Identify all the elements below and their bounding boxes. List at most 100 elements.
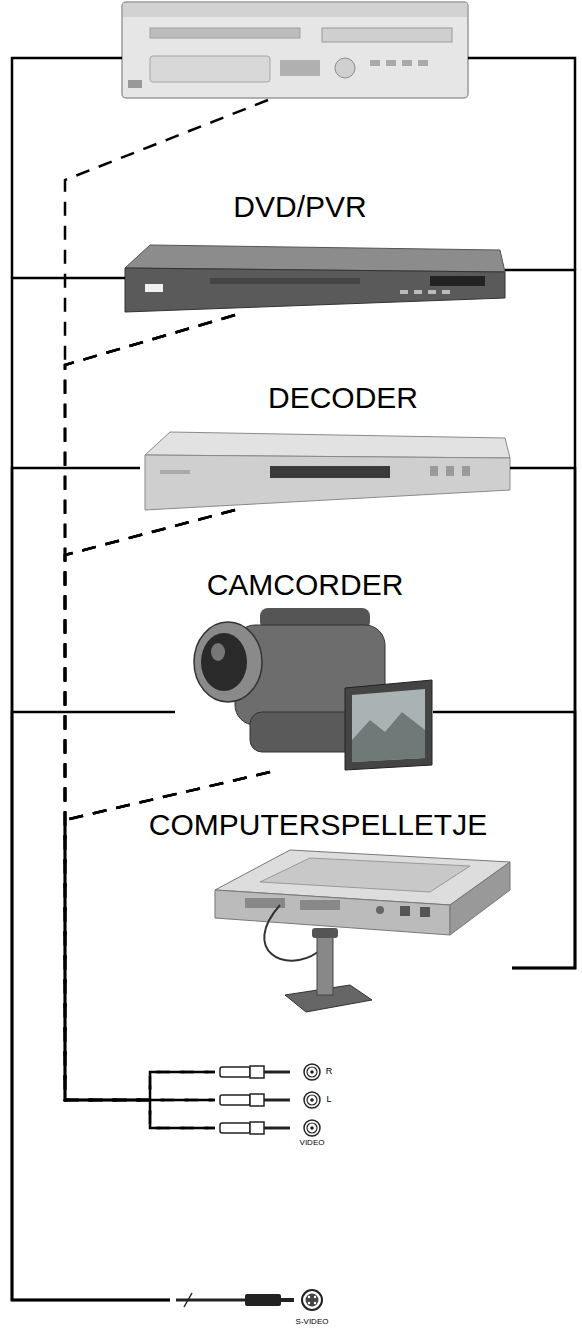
vcr-illustration	[386, 60, 396, 66]
s-video-plug-jack	[176, 1290, 322, 1310]
decoder-illustration	[160, 470, 190, 474]
device-box: DVD/PVR	[125, 188, 505, 315]
jack-label: S-VIDEO	[296, 1318, 329, 1326]
vcr-illustration	[335, 58, 355, 78]
dvd-illustration	[145, 284, 163, 292]
rca-plug-jack	[220, 1123, 250, 1133]
input-jack: VIDEO	[215, 1116, 345, 1152]
s-video-plug-jack	[314, 1296, 316, 1298]
dvd-illustration	[430, 276, 485, 286]
s-video-plug-jack	[281, 1298, 294, 1302]
rca-plug-jack	[307, 1123, 317, 1133]
s-video-plug-jack	[176, 1299, 245, 1302]
camcorder-illustration	[201, 633, 247, 691]
decoder-illustration	[145, 432, 510, 510]
vcr-illustration	[122, 2, 468, 98]
rca-plug-jack	[304, 1064, 320, 1080]
input-jack: R	[215, 1060, 345, 1086]
jack-label: R	[326, 1067, 333, 1076]
vcr-wires	[12, 58, 122, 278]
game-console-illustration	[300, 900, 340, 910]
decoder-illustration	[145, 432, 510, 458]
rca-plug-jack	[310, 1126, 314, 1130]
device-box: DECODER	[140, 378, 510, 510]
rca-plug-jack	[310, 1098, 314, 1102]
device-label: DECODER	[268, 383, 418, 413]
rca-plug-jack	[220, 1067, 250, 1077]
dvd-illustration	[125, 268, 505, 312]
signal-cable	[65, 315, 235, 1128]
rca-plug-jack	[250, 1094, 264, 1106]
rca-plug-jack	[307, 1067, 317, 1077]
vcr-wires	[468, 58, 575, 270]
decoder-illustration	[270, 466, 390, 478]
device-box: CAMCORDER	[175, 566, 433, 772]
rca-plug-jack	[250, 1122, 264, 1134]
signal-cable	[65, 315, 235, 1100]
input-jack: L	[215, 1088, 345, 1114]
vcr-wires	[65, 100, 268, 365]
signal-cable	[510, 468, 575, 968]
dvd-illustration	[428, 290, 436, 294]
game-console-illustration	[400, 906, 410, 916]
signal-cable	[12, 712, 175, 1300]
rca-plug-jack	[264, 1127, 290, 1130]
rca-plug-jack	[264, 1071, 290, 1074]
dvd-illustration	[400, 290, 408, 294]
input-jack: S-VIDEO	[170, 1286, 345, 1336]
signal-cable	[505, 270, 575, 968]
game-console-illustration	[420, 907, 430, 917]
dvd-illustration	[125, 245, 505, 272]
vcr-illustration	[122, 2, 468, 98]
rca-plug-jack	[304, 1120, 320, 1136]
decoder-illustration	[145, 455, 510, 510]
vcr-illustration	[150, 56, 270, 82]
rca-plug-jack	[304, 1092, 320, 1108]
vcr-illustration	[128, 80, 142, 88]
rca-plug-jack	[264, 1099, 290, 1102]
camcorder-illustration	[250, 712, 360, 752]
camcorder-illustration	[194, 622, 262, 702]
game-console-illustration	[317, 935, 333, 995]
dvd-illustration	[210, 278, 360, 284]
camcorder-illustration	[194, 608, 432, 770]
vcr-illustration	[418, 60, 428, 66]
camcorder-illustration	[352, 689, 425, 762]
rca-plug-jack	[220, 1120, 320, 1136]
camcorder-illustration	[211, 643, 225, 661]
s-video-plug-jack	[302, 1290, 322, 1310]
rca-plug-jack	[307, 1095, 317, 1105]
decoder-illustration	[446, 466, 454, 476]
signal-cable	[12, 468, 170, 1300]
camcorder-illustration	[345, 680, 432, 770]
game-console-illustration	[264, 905, 318, 961]
device-box: COMPUTERSPELLETJE	[130, 808, 512, 1012]
rca-plug-jack	[220, 1092, 320, 1108]
jack-label: L	[326, 1095, 331, 1104]
dvd-illustration	[442, 290, 450, 294]
signal-cable	[12, 278, 170, 1300]
game-console-illustration	[450, 862, 510, 935]
game-console-illustration	[312, 928, 338, 938]
game-console-illustration	[376, 906, 384, 914]
s-video-plug-jack	[308, 1296, 310, 1298]
vcr-illustration	[370, 60, 380, 66]
vcr-illustration	[322, 28, 452, 42]
s-video-plug-jack	[314, 1302, 316, 1304]
s-video-plug-jack	[306, 1294, 319, 1307]
vcr-illustration	[402, 60, 412, 66]
decoder-illustration	[430, 466, 438, 476]
s-video-plug-jack	[308, 1302, 310, 1304]
decoder-illustration	[462, 466, 470, 476]
game-console-illustration	[260, 858, 470, 892]
rca-plug-jack	[220, 1095, 250, 1105]
vcr-illustration	[280, 60, 320, 76]
s-video-plug-jack	[245, 1294, 281, 1306]
device-label: CAMCORDER	[207, 570, 404, 600]
rca-plug-jack	[220, 1064, 320, 1080]
jack-label: VIDEO	[300, 1139, 325, 1147]
camcorder-illustration	[352, 712, 425, 762]
signal-cable	[433, 712, 575, 968]
vcr-illustration	[150, 28, 300, 38]
